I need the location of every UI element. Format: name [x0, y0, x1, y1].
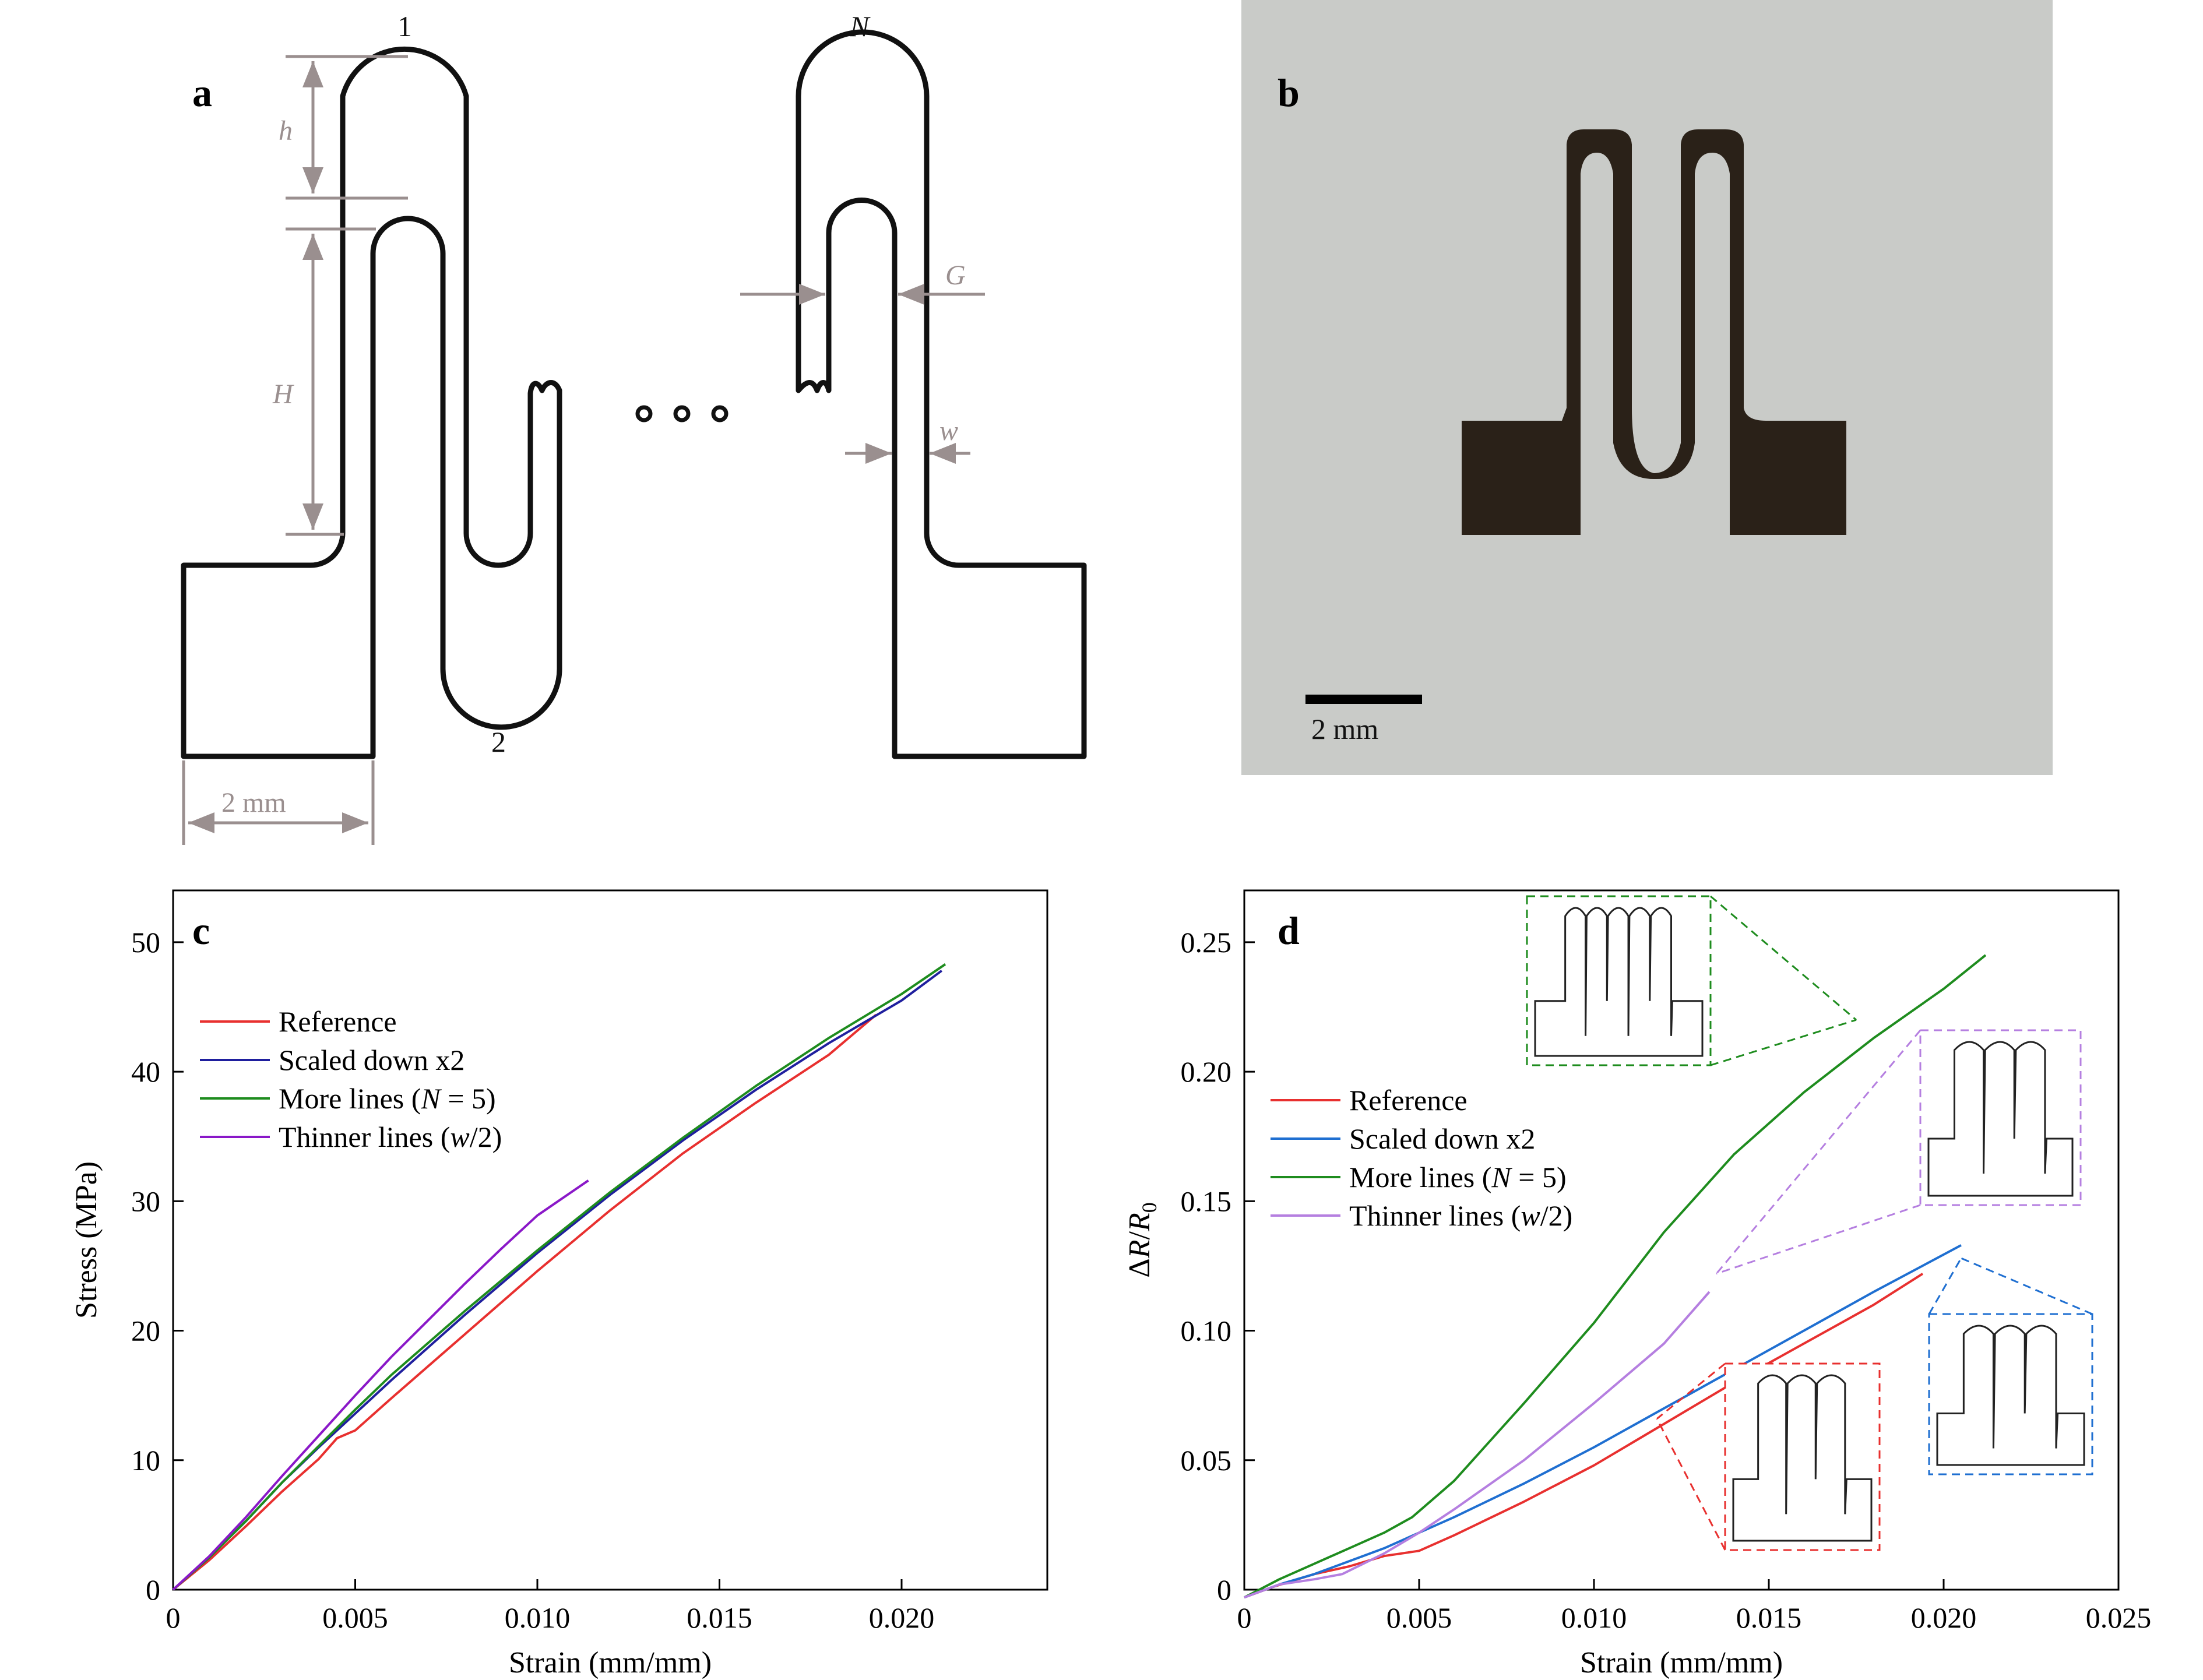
- chart-c-xtick-label: 0.005: [322, 1601, 388, 1634]
- panel-d-letter: d: [1278, 908, 1300, 953]
- chart-d-legend-label: Thinner lines (w/2): [1349, 1199, 1572, 1232]
- chart-c-xtick-label: 0.015: [687, 1601, 752, 1634]
- chart-c-legend-label: Scaled down x2: [279, 1044, 464, 1076]
- chart-c-ylabel: Stress (MPa): [70, 1161, 103, 1319]
- chart-c-ytick-label: 10: [131, 1444, 160, 1477]
- dimension-w-label: w: [939, 415, 958, 446]
- chart-d-legend-label: More lines (N = 5): [1349, 1161, 1567, 1193]
- chart-d-ytick-label: 0: [1217, 1573, 1231, 1606]
- chart-d-legend-label: Reference: [1349, 1084, 1468, 1117]
- chart-d-series-2: [1244, 954, 1987, 1599]
- inset-box: [1526, 895, 1712, 1066]
- chart-d-xtick-label: 0.025: [2086, 1601, 2152, 1634]
- chart-c-ytick-label: 30: [131, 1185, 160, 1217]
- inset-connector: [1710, 1019, 1857, 1066]
- chart-d-ytick-label: 0.15: [1181, 1185, 1232, 1217]
- chart-c-series-0: [172, 1013, 877, 1591]
- chart-c-series-2: [172, 963, 946, 1591]
- chart-d-series-3: [1244, 1291, 1711, 1599]
- chart-c-legend-label: More lines (N = 5): [279, 1082, 496, 1115]
- chart-d-ylabel: ΔR/R0: [1123, 1202, 1161, 1277]
- chart-c-xlabel: Strain (mm/mm): [509, 1646, 712, 1679]
- inset-connector: [1961, 1257, 2093, 1315]
- chart-c-ytick-label: 20: [131, 1315, 160, 1347]
- chart-d-ytick-label: 0.25: [1181, 926, 1232, 959]
- serpentine-outline-left: [181, 46, 562, 759]
- inset-box: [1919, 1029, 2082, 1206]
- panel-c-letter: c: [192, 908, 210, 953]
- chart-d-xtick-label: 0: [1237, 1601, 1252, 1634]
- inset-specimen-outline: [1732, 1374, 1873, 1542]
- chart-d-ytick-label: 0.10: [1181, 1315, 1232, 1347]
- photo-background: [1241, 0, 2053, 775]
- ellipsis-dot-2: [673, 405, 691, 422]
- chart-c-legend-label: Reference: [279, 1005, 397, 1038]
- chart-c-xtick-label: 0.020: [869, 1601, 935, 1634]
- inset-connector: [1656, 1418, 1726, 1551]
- chart-d-xtick-label: 0.010: [1561, 1601, 1627, 1634]
- panel-b-photo: b 2 mm: [1241, 0, 2053, 775]
- dimension-H: [286, 227, 376, 536]
- scale-label-a: 2 mm: [221, 787, 286, 818]
- inset-specimen-outline: [1534, 907, 1704, 1057]
- inset-box: [1928, 1313, 2093, 1475]
- chart-c-xtick-label: 0: [166, 1601, 181, 1634]
- chart-d-series-0: [1244, 1273, 1924, 1599]
- serpentine-outline-right: [796, 29, 1087, 759]
- chart-c-ytick-label: 40: [131, 1055, 160, 1088]
- loop-label-N: N: [849, 10, 871, 43]
- chart-c-ytick-label: 50: [131, 926, 160, 959]
- inset-connector: [1710, 895, 1857, 1021]
- chart-d-series: [1244, 954, 1987, 1599]
- chart-d-xtick-label: 0.015: [1736, 1601, 1802, 1634]
- chart-c-series: [172, 963, 946, 1591]
- chart-d-ytick-label: 0.20: [1181, 1055, 1232, 1088]
- ellipsis-dot-1: [635, 405, 653, 422]
- inset-specimen-outline: [1936, 1325, 2085, 1466]
- chart-d-legend-label: Scaled down x2: [1349, 1122, 1535, 1155]
- panel-a-letter: a: [192, 71, 212, 115]
- panel-b-letter: b: [1278, 71, 1300, 115]
- loop-label-2: 2: [491, 725, 506, 758]
- chart-c-series-3: [172, 1179, 589, 1591]
- loop-label-1: 1: [397, 10, 412, 43]
- chart-c-ytick-label: 0: [146, 1573, 160, 1606]
- dimension-h: [286, 55, 408, 200]
- inset-connector: [1715, 1030, 1922, 1274]
- chart-d-xlabel: Strain (mm/mm): [1580, 1646, 1783, 1679]
- chart-d-xtick-label: 0.020: [1911, 1601, 1977, 1634]
- chart-c-ticks: 0 0.005 0.010 0.015 0.020 0 10 20 30 40 50: [131, 926, 934, 1634]
- inset-connector: [1716, 1204, 1921, 1275]
- photographed-specimen: [1462, 129, 1846, 535]
- chart-c-frame: [172, 889, 1048, 1591]
- chart-c-legend-label: Thinner lines (w/2): [279, 1121, 502, 1153]
- inset-specimen-outline: [1927, 1041, 2074, 1197]
- panel-a: a 1 2 N h H G: [181, 10, 1087, 845]
- chart-d-frame: [1243, 889, 2120, 1591]
- dimension-h-label: h: [279, 115, 293, 146]
- chart-d-xtick-label: 0.005: [1386, 1601, 1452, 1634]
- chart-c: c Strain (mm/mm) Stress (MPa) 0 0.005 0.01…: [70, 889, 1048, 1679]
- chart-d-ticks: 0 0.005 0.010 0.015 0.020 0.025 0 0.05 0.10 0.15 0…: [1181, 926, 2152, 1634]
- ellipsis-dot-3: [711, 405, 729, 422]
- scale-bar: [1305, 695, 1422, 704]
- inset-connector: [1928, 1258, 1962, 1315]
- scale-label-b: 2 mm: [1311, 713, 1378, 745]
- inset-box: [1724, 1362, 1881, 1551]
- chart-c-xtick-label: 0.010: [505, 1601, 571, 1634]
- chart-d-ytick-label: 0.05: [1181, 1444, 1232, 1477]
- inset-connector: [1656, 1362, 1726, 1420]
- chart-d-series-1: [1244, 1244, 1962, 1599]
- dimension-G-label: G: [945, 260, 966, 291]
- chart-d-insets: [1526, 895, 2093, 1551]
- dimension-H-label: H: [272, 379, 294, 410]
- dimension-2mm: [182, 760, 375, 845]
